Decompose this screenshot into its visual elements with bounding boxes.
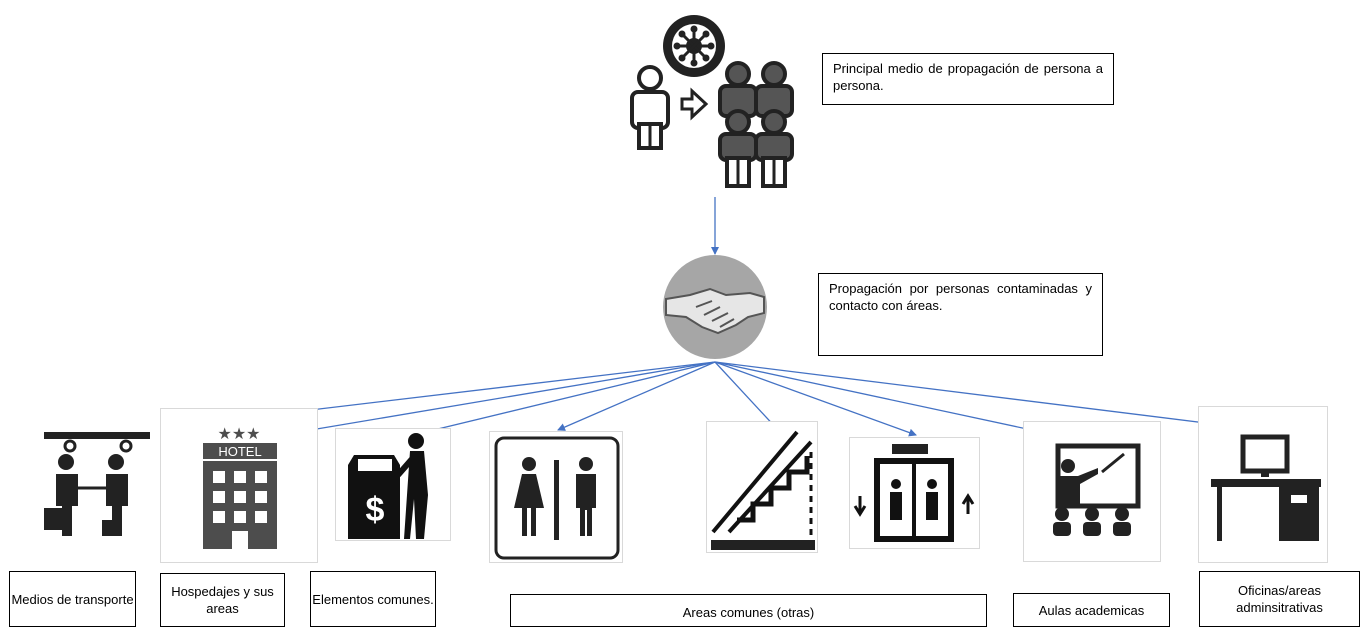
office-desk-icon [1211,434,1321,541]
classroom-picture [1023,421,1161,562]
caption-hospedaje-text: Hospedajes y sus areas [171,584,274,616]
caption-areas-comunes: Areas comunes (otras) [510,594,987,627]
office-picture [1198,406,1328,563]
spread-arrow-icon [680,87,709,121]
arrow-to-classroom [714,361,1084,444]
mid-note-text: Propagación por personas contaminadas y … [829,281,1092,313]
top-note-box: Principal medio de propagación de person… [822,53,1114,105]
caption-elementos-text: Elementos comunes. [312,591,434,607]
atm-symbol: $ [366,491,385,529]
caption-transporte-text: Medios de transporte [11,591,134,607]
caption-oficinas-text: Oficinas/areas adminsitrativas [1236,583,1323,615]
arrow-to-elevator [714,361,917,437]
caption-oficinas: Oficinas/areas adminsitrativas [1199,571,1360,627]
transport-picture [30,426,160,551]
caption-areas-comunes-text: Areas comunes (otras) [682,605,815,620]
caption-transporte: Medios de transporte [9,571,136,627]
hotel-sign: HOTEL [218,444,261,459]
person-source [630,65,670,150]
mid-note-box: Propagación por personas contaminadas y … [818,273,1103,356]
elevator-picture [849,437,980,549]
caption-aulas-text: Aulas academicas [1038,602,1145,618]
stairs-picture [706,421,818,553]
restroom-icon [494,436,620,560]
hotel-icon: ★★★ HOTEL [203,424,277,549]
transport-icon [44,432,150,536]
hotel-picture: ★★★ HOTEL [160,408,318,563]
restroom-picture [489,431,623,563]
classroom-icon [1053,443,1141,536]
arrow-to-stairs [714,361,779,431]
atm-icon: $ [348,433,428,539]
atm-picture: $ [335,428,451,541]
caption-hospedaje: Hospedajes y sus areas [160,573,285,627]
arrow-to-restroom [557,361,716,431]
arrows-to-areas [99,361,1279,444]
virus-icon [663,15,725,77]
caption-aulas: Aulas academicas [1013,593,1170,627]
top-note-text: Principal medio de propagación de person… [833,61,1103,93]
stairs-icon [711,430,815,550]
arrow-to-atm [412,361,716,438]
people-spread-icon [630,15,794,188]
arrow-to-hotel [280,361,716,438]
caption-elementos: Elementos comunes. [310,571,436,627]
elevator-icon [853,444,975,542]
svg-text:★★★: ★★★ [217,424,260,443]
handshake-icon [663,255,767,359]
arrow-to-office [714,361,1279,436]
